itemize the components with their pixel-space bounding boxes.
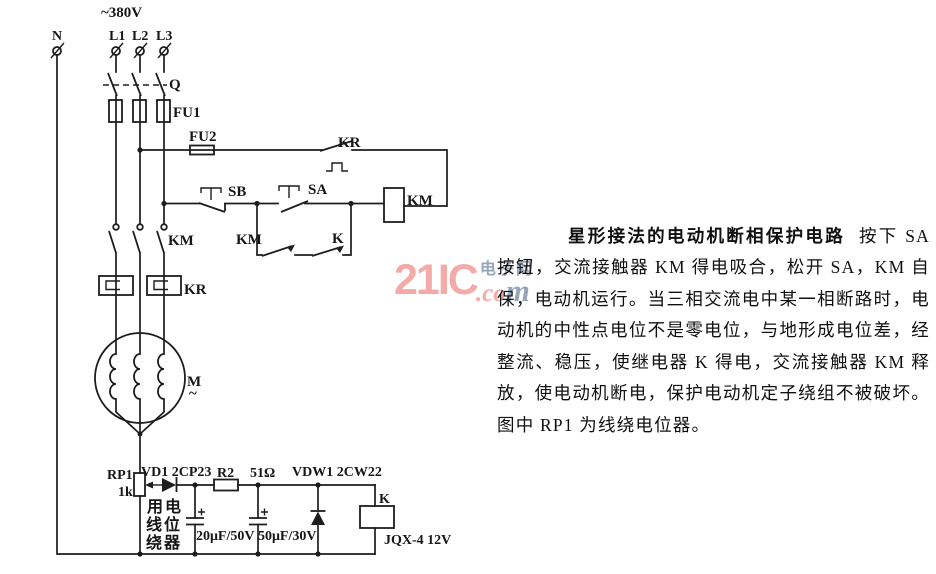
circuit-diagram: ~380V N L1 L2 L3 Q FU1 — [50, 5, 451, 557]
watermark-site-name: 电子网 — [479, 261, 534, 278]
phase-l2-label: L2 — [132, 29, 148, 44]
supply-terminals — [50, 42, 172, 59]
zener-vdw1-label: VDW1 2CW22 — [292, 465, 382, 480]
stop-button-sb — [161, 187, 226, 213]
phase-l3-label: L3 — [156, 29, 172, 44]
resistor-r2-label: R2 — [217, 466, 234, 481]
resistor-r2-value: 51Ω — [250, 466, 275, 481]
diode-vd1-label: VD1 2CP23 — [141, 465, 211, 480]
description-body: 按下 SA 按钮，交流接触器 KM 得电吸合，松开 SA，KM 自保，电动机运行… — [497, 225, 930, 436]
self-hold-branch — [256, 202, 352, 257]
watermark-right-block: 电子网 .com — [476, 261, 534, 307]
pot-note-row2: 线位 — [146, 515, 182, 534]
watermark-brand: 21IC — [394, 256, 479, 304]
relay-model-label: JQX-4 12V — [384, 533, 451, 548]
capacitor-c1 — [186, 484, 205, 557]
phase-wires-top — [115, 54, 165, 73]
thermal-heaters-kr — [98, 275, 182, 355]
contactor-coil-km-label: KM — [407, 193, 433, 209]
thermal-relay-contact-kr — [319, 140, 448, 207]
start-button-sa — [224, 185, 385, 213]
motor-symbol — [94, 332, 186, 474]
stop-button-sb-label: SB — [228, 184, 246, 200]
description-title: 星形接法的电动机断相保护电路 — [568, 225, 845, 246]
resistor-r2 — [213, 478, 376, 492]
fuse-fu1-label: FU1 — [173, 105, 201, 121]
motor-label: M — [187, 374, 201, 390]
relay-coil-k — [359, 484, 395, 555]
neutral-label: N — [52, 29, 62, 44]
site-watermark: 21IC 电子网 .com — [394, 256, 534, 307]
watermark-domain: .com — [475, 275, 534, 307]
contactor-aux-km-label: KM — [236, 232, 262, 248]
pot-rp1-label: RP1 — [107, 468, 133, 483]
capacitor-c2-label: 50μF/30V — [258, 529, 317, 544]
pot-note-row3: 绕器 — [146, 533, 182, 552]
neutral-wire — [56, 54, 376, 555]
circuit-description: 星形接法的电动机断相保护电路按下 SA 按钮，交流接触器 KM 得电吸合，松开 … — [497, 221, 930, 442]
contactor-coil-km — [383, 187, 405, 223]
zener-vdw1 — [310, 484, 326, 557]
start-button-sa-label: SA — [308, 182, 327, 198]
breaker-q-label: Q — [169, 77, 181, 93]
thermal-heaters-kr-label: KR — [184, 282, 207, 298]
breaker-q — [103, 72, 167, 97]
pot-note-row1: 用电 — [147, 497, 183, 516]
relay-contact-k-label: K — [332, 231, 344, 247]
pot-rp1-value: 1k — [118, 485, 133, 500]
fuse-fu2 — [137, 144, 323, 156]
fuse-fu2-label: FU2 — [189, 129, 217, 145]
watermark-domain-co: .co — [475, 280, 506, 307]
watermark-domain-m: m — [505, 273, 530, 308]
motor-ac-tilde: ~ — [189, 386, 197, 402]
contactor-main-km-label: KM — [168, 233, 194, 249]
potentiometer-rp1 — [133, 472, 162, 557]
contactor-main-km — [108, 223, 168, 355]
capacitor-c1-label: 20μF/50V — [196, 529, 255, 544]
relay-coil-k-label: K — [379, 492, 390, 507]
thermal-contact-kr-label: KR — [338, 135, 361, 151]
capacitor-c2 — [249, 484, 268, 557]
supply-voltage-label: ~380V — [101, 5, 142, 21]
fuse-fu1 — [108, 95, 171, 224]
phase-l1-label: L1 — [109, 29, 125, 44]
